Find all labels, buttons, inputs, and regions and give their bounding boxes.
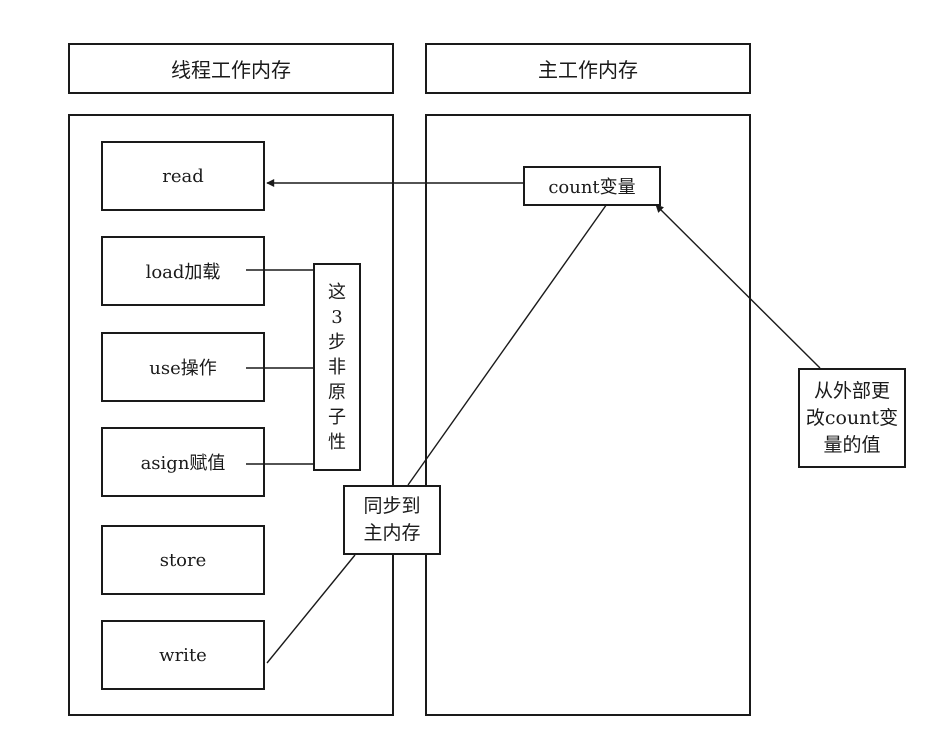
- load-step-label: load加载: [145, 262, 221, 283]
- read-step: read: [101, 141, 265, 211]
- non-atomic-char: 这: [328, 281, 346, 303]
- external-note-line: 改count变: [805, 406, 899, 429]
- load-step: load加载: [101, 236, 265, 306]
- non-atomic-char: 原: [328, 381, 346, 403]
- main-memory-header-label: 主工作内存: [538, 58, 638, 82]
- use-step-label: use操作: [149, 358, 217, 379]
- count-variable-label: count变量: [548, 177, 636, 198]
- main-memory-panel: [425, 114, 751, 716]
- write-to-sync-line: [266, 554, 356, 664]
- use-step: use操作: [101, 332, 265, 402]
- non-atomic-char: 性: [328, 431, 346, 453]
- read-step-label: read: [162, 165, 204, 187]
- thread-memory-panel: [68, 114, 394, 716]
- thread-memory-header-label: 线程工作内存: [171, 58, 291, 82]
- thread-memory-header: 线程工作内存: [68, 43, 394, 94]
- non-atomic-char: 步: [328, 331, 346, 353]
- store-step-label: store: [159, 549, 207, 571]
- count-variable-box: count变量: [523, 166, 661, 206]
- sync-note: 同步到 主内存: [343, 485, 441, 555]
- non-atomic-note: 这 3 步 非 原 子 性: [313, 263, 361, 471]
- sync-note-line: 同步到: [363, 495, 421, 517]
- non-atomic-char: 非: [328, 356, 346, 378]
- external-change-note: 从外部更 改count变 量的值: [798, 368, 906, 468]
- sync-note-line: 主内存: [363, 522, 421, 544]
- assign-step-label: asign赋值: [140, 453, 226, 474]
- external-note-line: 从外部更: [813, 379, 890, 402]
- assign-step: asign赋值: [101, 427, 265, 497]
- write-step: write: [101, 620, 265, 690]
- non-atomic-char: 3: [331, 306, 343, 328]
- external-note-line: 量的值: [823, 433, 881, 456]
- external-to-count-arrow: [655, 204, 821, 369]
- main-memory-header: 主工作内存: [425, 43, 751, 94]
- non-atomic-char: 子: [328, 406, 346, 428]
- write-step-label: write: [159, 644, 207, 666]
- sync-to-count-arrow: [407, 193, 615, 486]
- store-step: store: [101, 525, 265, 595]
